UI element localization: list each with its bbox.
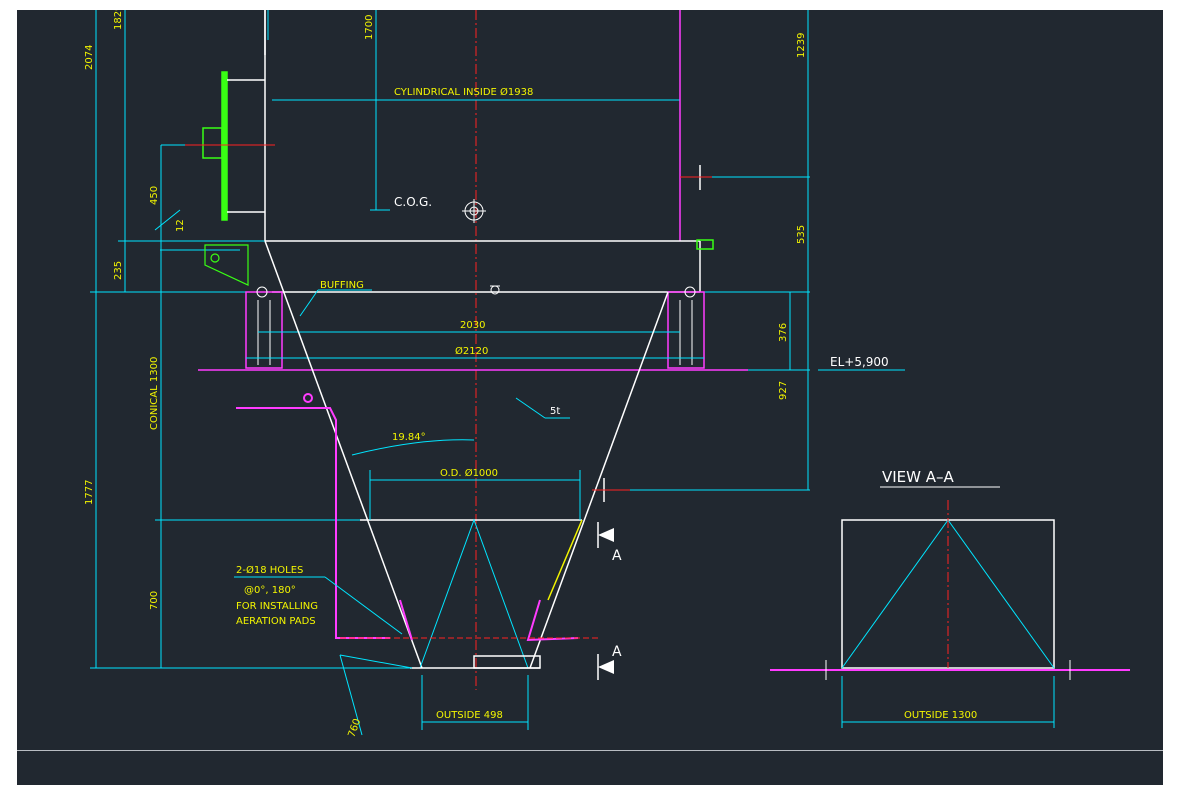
section-arrow-icon xyxy=(597,522,614,680)
cylindrical-inside-label: CYLINDRICAL INSIDE Ø1938 xyxy=(394,86,533,98)
status-bar xyxy=(17,750,1163,785)
view-a-a xyxy=(770,500,1130,728)
width-dimensions xyxy=(246,331,704,359)
thickness-label: 5t xyxy=(550,406,560,417)
center-of-gravity-icon xyxy=(462,199,486,223)
dim-1829: 1829 xyxy=(113,10,124,30)
section-a-top: A xyxy=(612,548,622,564)
holes-label-line3: FOR INSTALLING xyxy=(236,601,318,612)
dim-2030: 2030 xyxy=(460,320,485,331)
inner-cone-profile xyxy=(419,518,529,669)
od-label: O.D. Ø1000 xyxy=(440,467,498,479)
outlet-flange xyxy=(410,655,541,669)
dim-760: 760 xyxy=(346,717,363,739)
angle-arc xyxy=(351,439,475,456)
dim-1239: 1239 xyxy=(796,33,807,58)
dim-conical-1300: CONICAL 1300 xyxy=(149,357,160,430)
dim-535: 535 xyxy=(796,225,807,244)
view-title: VIEW A–A xyxy=(882,468,955,486)
left-dimensions xyxy=(90,10,412,669)
holes-label-line1: 2-Ø18 HOLES xyxy=(236,564,303,576)
dim-927: 927 xyxy=(778,381,789,400)
buffing-label: BUFFING xyxy=(320,280,364,291)
cog-label: C.O.G. xyxy=(394,195,432,209)
support-frames xyxy=(198,291,748,371)
hopper-drawing: 2074 1829 450 12 235 CONICAL 1300 1777 7… xyxy=(84,10,1130,739)
section-a-bottom: A xyxy=(612,644,622,660)
dim-450: 450 xyxy=(149,186,160,205)
dim-700: 700 xyxy=(149,591,160,610)
right-nozzles xyxy=(592,165,712,502)
dim-1700: 1700 xyxy=(364,15,375,40)
dim-235: 235 xyxy=(113,261,124,280)
dim-2120: Ø2120 xyxy=(455,345,488,357)
dim-1777: 1777 xyxy=(84,480,95,505)
dim-376: 376 xyxy=(778,323,789,342)
dim-12: 12 xyxy=(175,219,186,232)
holes-label-line2: @0°, 180° xyxy=(244,585,296,596)
left-manhole-flange xyxy=(185,10,275,221)
top-dimensions xyxy=(272,10,905,491)
hopper-cone xyxy=(264,240,669,669)
cylinder-shell xyxy=(264,10,714,293)
buffing-leader xyxy=(299,289,319,317)
cad-viewport[interactable]: 2074 1829 450 12 235 CONICAL 1300 1777 7… xyxy=(17,10,1163,785)
angle-label: 19.84° xyxy=(392,432,426,443)
elevation-label: EL+5,900 xyxy=(830,355,889,369)
holes-label-line4: AERATION PADS xyxy=(236,616,316,627)
dim-2074: 2074 xyxy=(84,45,95,70)
lifting-lug xyxy=(204,244,249,286)
dim-outside-498: OUTSIDE 498 xyxy=(436,710,503,721)
dim-outside-1300: OUTSIDE 1300 xyxy=(904,710,977,721)
